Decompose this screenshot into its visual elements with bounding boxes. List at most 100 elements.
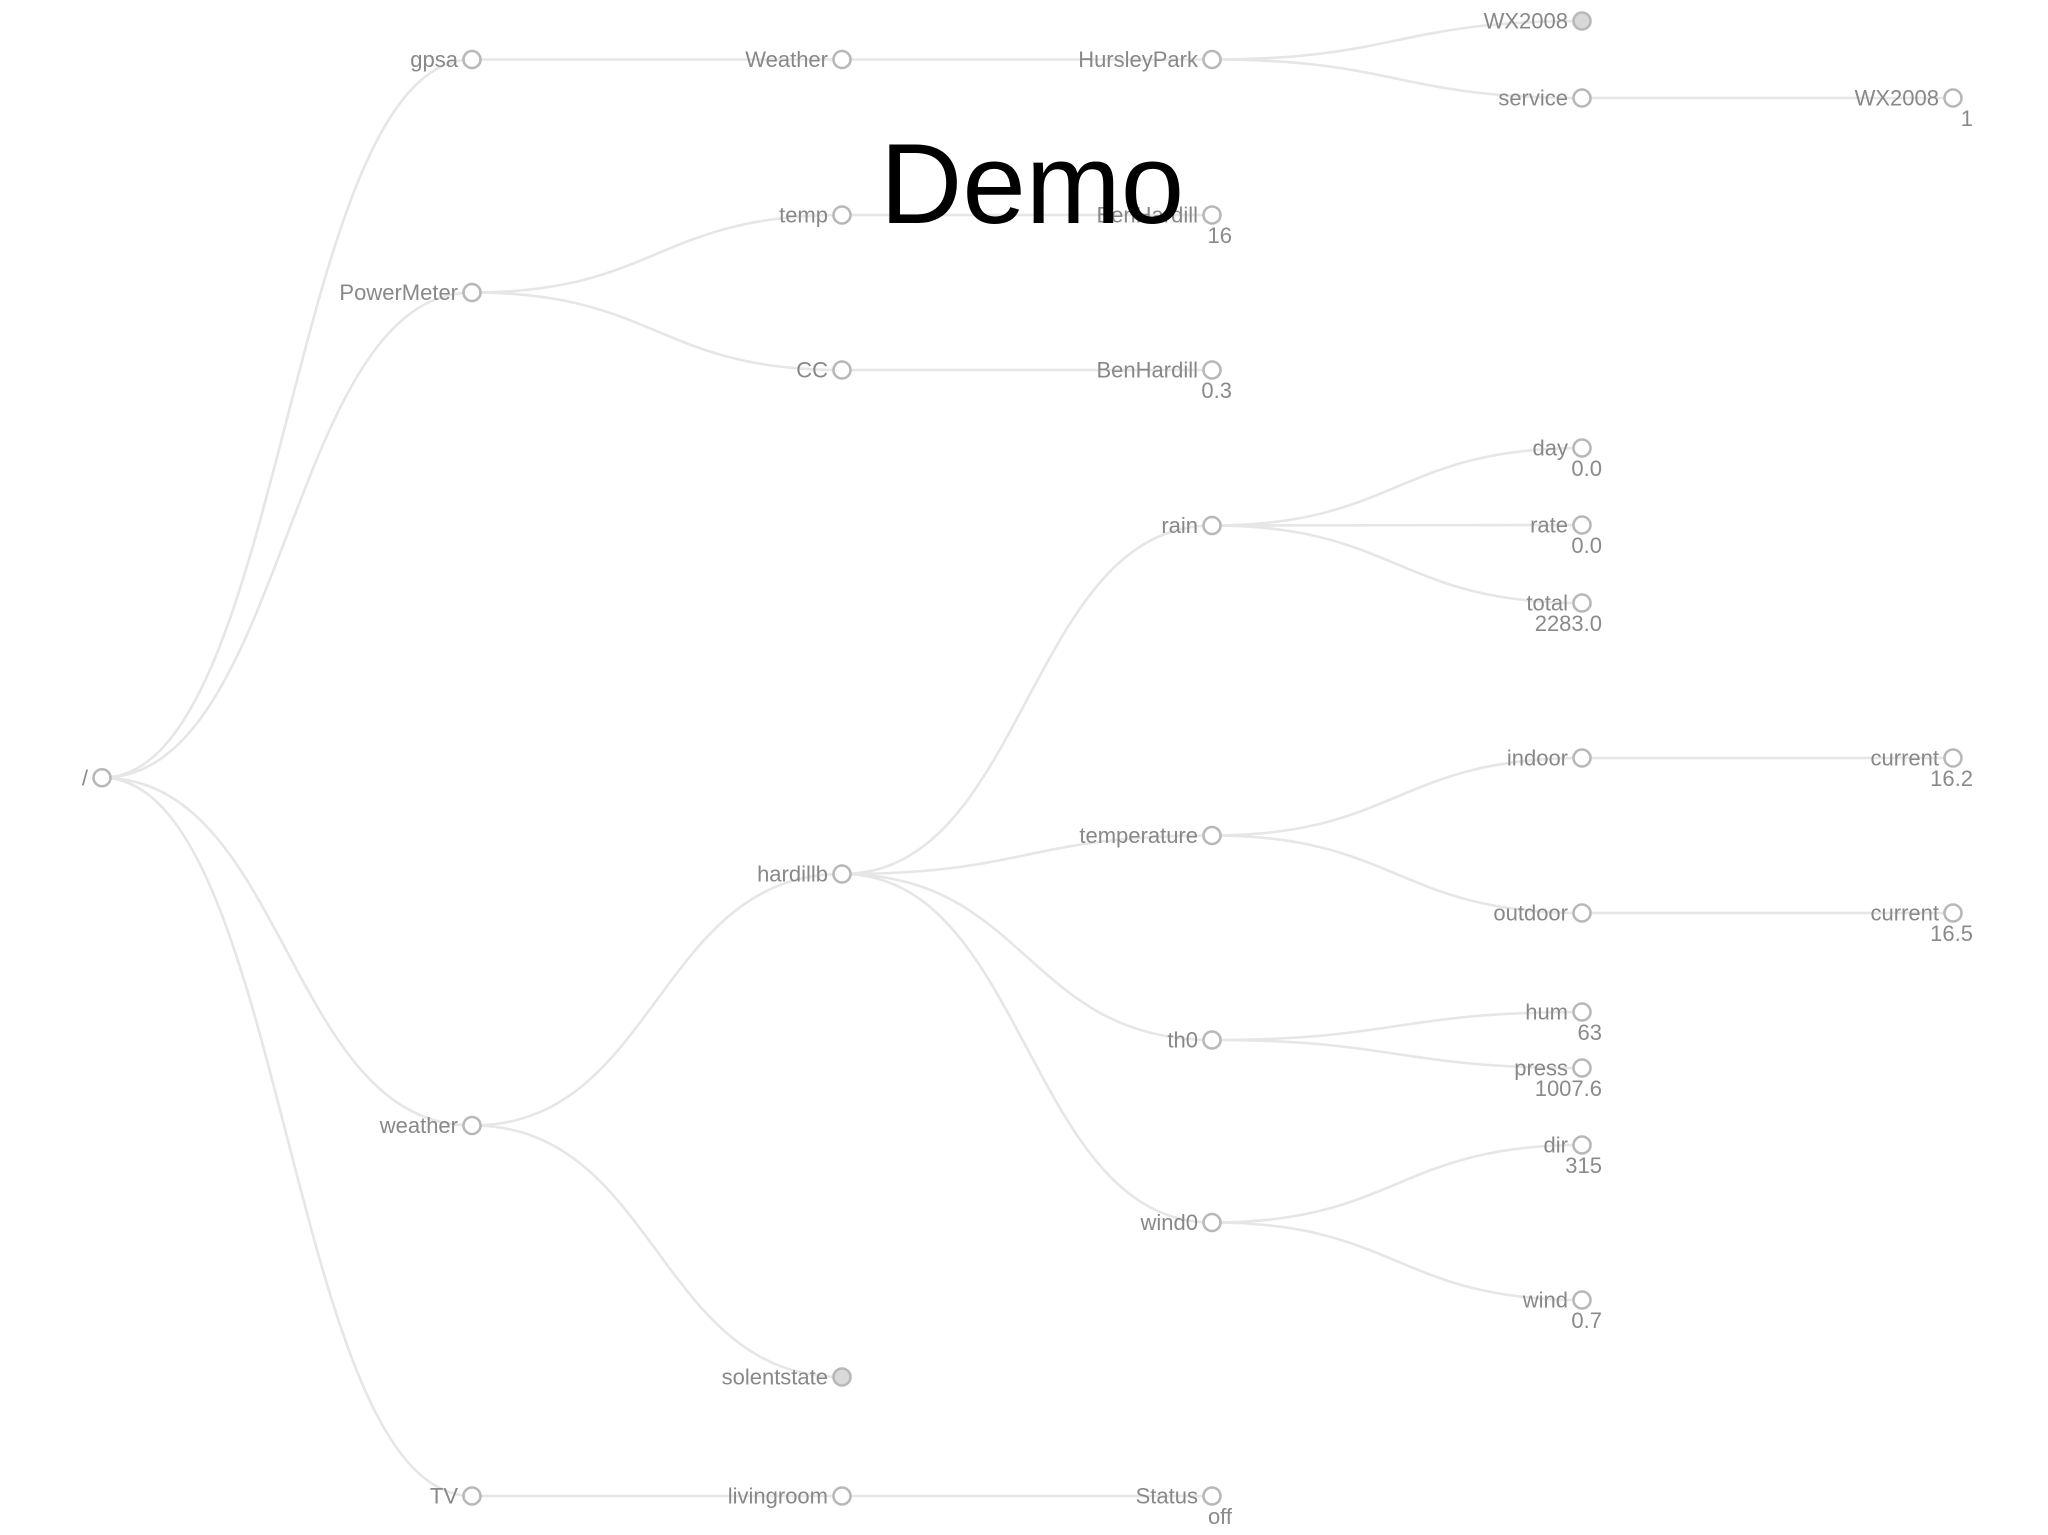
tree-link-hardillb-to-wind0 <box>841 872 1213 1224</box>
node-circle[interactable] <box>1202 1212 1222 1233</box>
node-circle[interactable] <box>1943 88 1963 108</box>
node-label: th0 <box>1167 1028 1198 1053</box>
tree-link-th0-to-hum <box>1211 1010 1583 1042</box>
node-value: 0.0 <box>1571 533 1602 558</box>
tree-node-tv[interactable]: TV <box>430 1484 482 1509</box>
node-label: CC <box>796 358 828 383</box>
page-title: Demo <box>880 121 1185 248</box>
node-value: 16.5 <box>1930 921 1973 946</box>
tree-node-root[interactable]: / <box>82 765 112 790</box>
node-circle[interactable] <box>1572 1002 1592 1022</box>
node-label: service <box>1498 86 1568 111</box>
tree-node-cc[interactable]: CC <box>796 358 852 383</box>
node-circle[interactable] <box>1572 593 1592 613</box>
node-label: WX2008 <box>1484 9 1568 34</box>
tree-node-temperature[interactable]: temperature <box>1079 823 1222 848</box>
tree-node-temp[interactable]: temp <box>779 203 852 228</box>
node-circle[interactable] <box>832 360 852 380</box>
tree-node-wx2008[interactable]: WX2008 <box>1484 9 1592 34</box>
node-circle[interactable] <box>1572 88 1592 108</box>
node-value: 1 <box>1961 106 1973 131</box>
node-circle[interactable] <box>1202 360 1222 380</box>
tree-link-wind0-to-dir <box>1211 1143 1583 1224</box>
node-label: indoor <box>1507 746 1568 771</box>
node-label: solentstate <box>722 1365 828 1390</box>
node-circle[interactable] <box>1572 515 1592 535</box>
node-circle[interactable] <box>1202 825 1222 846</box>
node-value: 1007.6 <box>1535 1076 1602 1101</box>
tree-node-weather[interactable]: Weather <box>745 47 852 72</box>
node-value: 315 <box>1565 1153 1602 1178</box>
node-circle[interactable] <box>462 1486 482 1506</box>
node-circle[interactable] <box>462 1115 482 1136</box>
tree-node-powermeter[interactable]: PowerMeter <box>339 280 482 305</box>
tree-node-rain[interactable]: rain <box>1161 513 1222 538</box>
tree-node-indoor[interactable]: indoor <box>1507 746 1592 771</box>
node-circle[interactable] <box>1943 903 1963 923</box>
node-label: rain <box>1161 513 1198 538</box>
tree-node-weather[interactable]: weather <box>379 1113 482 1138</box>
node-circle[interactable] <box>832 49 852 70</box>
tree-node-th0[interactable]: th0 <box>1167 1028 1222 1053</box>
node-circle[interactable] <box>92 767 112 788</box>
node-value: 0.0 <box>1571 456 1602 481</box>
tree-link-root-to-weather <box>101 776 473 1127</box>
collapsed-node-circle[interactable] <box>1572 11 1592 31</box>
node-circle[interactable] <box>1202 515 1222 536</box>
node-circle[interactable] <box>1202 205 1222 225</box>
collapsed-node-circle[interactable] <box>832 1367 852 1387</box>
node-label: temperature <box>1079 823 1198 848</box>
tree-node-wind[interactable]: wind0.7 <box>1522 1288 1602 1333</box>
tree-node-solentstate[interactable]: solentstate <box>722 1365 852 1390</box>
tree-link-rain-to-total <box>1211 524 1583 605</box>
node-circle[interactable] <box>832 864 852 884</box>
node-circle[interactable] <box>462 282 482 303</box>
tree-link-th0-to-press <box>1211 1038 1583 1070</box>
tree-node-outdoor[interactable]: outdoor <box>1493 901 1592 926</box>
node-circle[interactable] <box>1202 49 1222 70</box>
node-label: hum <box>1525 1000 1568 1025</box>
tree-link-powermeter-to-cc <box>471 291 843 372</box>
tree-node-service[interactable]: service <box>1498 86 1592 111</box>
node-circle[interactable] <box>1943 748 1963 768</box>
tree-link-root-to-gpsa <box>101 58 473 780</box>
node-circle[interactable] <box>1572 903 1592 923</box>
tree-node-hardillb[interactable]: hardillb <box>757 862 852 887</box>
node-label: / <box>82 765 89 790</box>
node-label: PowerMeter <box>339 280 458 305</box>
tree-node-hursleypark[interactable]: HursleyPark <box>1078 47 1222 72</box>
node-circle[interactable] <box>1572 1290 1592 1310</box>
node-label: dir <box>1544 1133 1568 1158</box>
node-circle[interactable] <box>832 1486 852 1506</box>
node-label: BenHardill <box>1097 358 1199 383</box>
node-circle[interactable] <box>832 205 852 225</box>
node-circle[interactable] <box>1202 1486 1222 1506</box>
node-label: rate <box>1530 513 1568 538</box>
tree-link-hardillb-to-th0 <box>841 872 1213 1042</box>
tree-node-livingroom[interactable]: livingroom <box>728 1484 852 1509</box>
node-circle[interactable] <box>1572 1058 1592 1078</box>
node-value: 0.3 <box>1201 378 1232 403</box>
node-circle[interactable] <box>462 49 482 70</box>
node-circle[interactable] <box>1572 438 1592 458</box>
tree-link-temperature-to-indoor <box>1211 756 1583 837</box>
tree-node-wind0[interactable]: wind0 <box>1140 1210 1222 1235</box>
node-circle[interactable] <box>1572 748 1592 768</box>
tree-node-gpsa[interactable]: gpsa <box>410 47 482 72</box>
node-circle[interactable] <box>1202 1030 1222 1050</box>
node-label: weather <box>379 1113 458 1138</box>
node-circle[interactable] <box>1572 1135 1592 1155</box>
